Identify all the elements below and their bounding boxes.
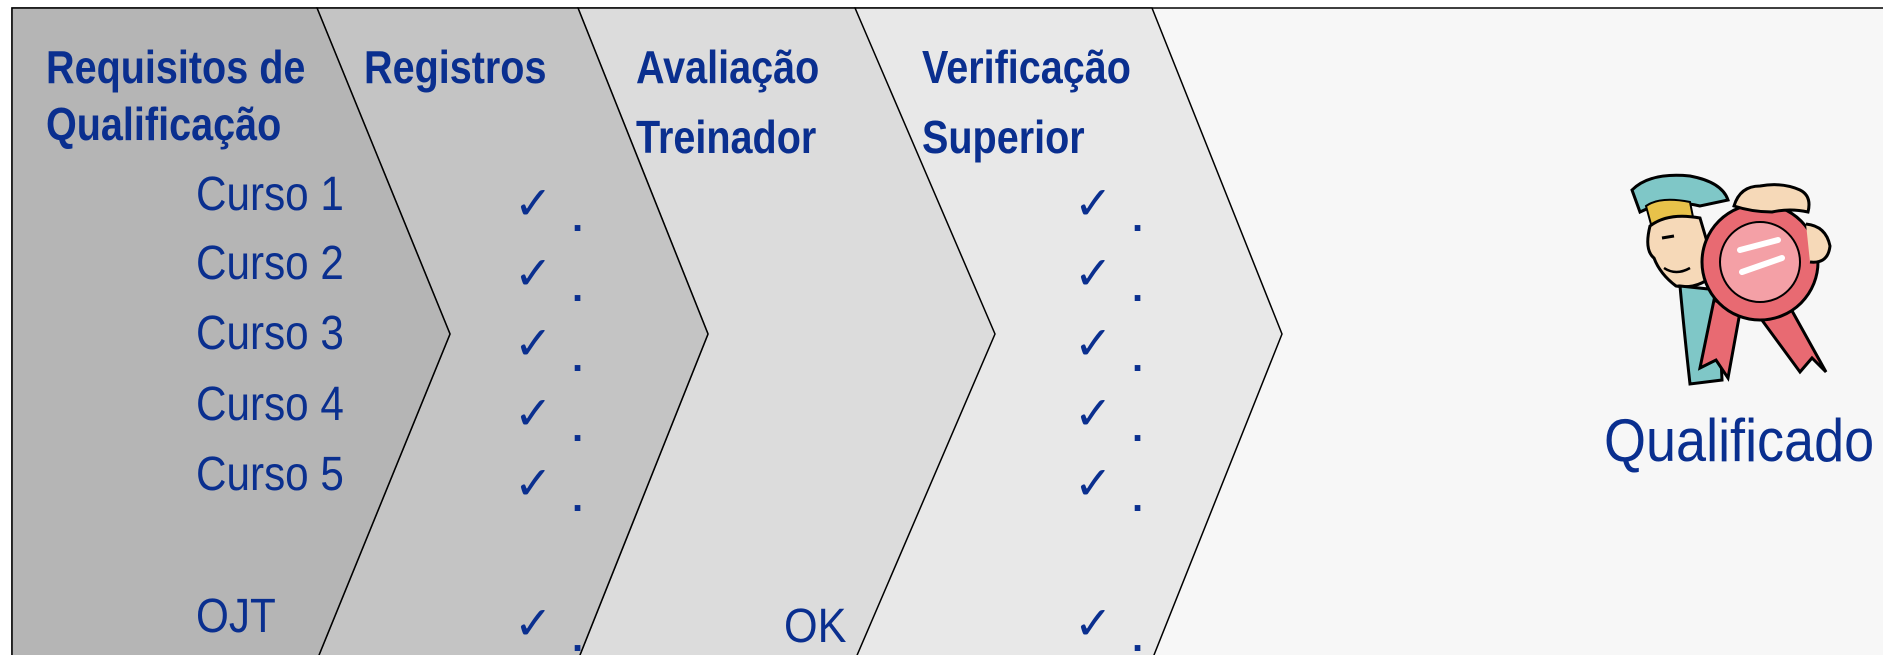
registros-check-mark: ✓ (514, 597, 553, 649)
verificacao-check-mark: ✓ (1074, 247, 1113, 299)
verificacao-dot: . (1132, 476, 1144, 520)
stage-requisitos-title-line1: Requisitos de (46, 41, 306, 93)
stage-verificacao-title-line2: Superior (922, 111, 1085, 163)
course-label: Curso 4 (196, 378, 344, 431)
verificacao-check-mark: ✓ (1074, 597, 1113, 649)
registros-check-mark: ✓ (514, 387, 553, 439)
stage-requisitos-chevron (11, 7, 451, 655)
registros-dot: . (572, 476, 584, 520)
verificacao-check-mark: ✓ (1074, 177, 1113, 229)
registros-check-mark: ✓ (514, 177, 553, 229)
registros-dot: . (572, 196, 584, 240)
verificacao-check-mark: ✓ (1074, 457, 1113, 509)
verificacao-dot: . (1132, 406, 1144, 450)
verificacao-dot: . (1132, 196, 1144, 240)
course-label: Curso 5 (196, 448, 344, 501)
stage-avaliacao-title-line1: Avaliação (636, 41, 820, 93)
course-label: Curso 1 (196, 168, 344, 221)
registros-dot: . (572, 266, 584, 310)
verificacao-dot: . (1132, 616, 1144, 660)
registros-check-mark: ✓ (514, 247, 553, 299)
stage-registros-title: Registros (364, 41, 547, 93)
verificacao-dot: . (1132, 336, 1144, 380)
registros-dot: . (572, 616, 584, 660)
stage-requisitos-title-line2: Qualificação (46, 98, 282, 150)
registros-check-mark: ✓ (514, 317, 553, 369)
stage-avaliacao-title-line2: Treinador (636, 111, 817, 163)
avaliacao-ojt-ok: OK (784, 600, 847, 653)
registros-check-mark: ✓ (514, 457, 553, 509)
course-label: Curso 2 (196, 237, 344, 290)
registros-dot: . (572, 336, 584, 380)
verificacao-check-mark: ✓ (1074, 317, 1113, 369)
course-label-ojt: OJT (196, 590, 276, 643)
qualified-result-label: Qualificado (1604, 407, 1875, 474)
stage-verificacao-title-line1: Verificação (922, 41, 1131, 93)
course-label: Curso 3 (196, 307, 344, 360)
verificacao-dot: . (1132, 266, 1144, 310)
registros-dot: . (572, 406, 584, 450)
verificacao-check-mark: ✓ (1074, 387, 1113, 439)
person-with-award-ribbon-icon (1630, 173, 1832, 386)
